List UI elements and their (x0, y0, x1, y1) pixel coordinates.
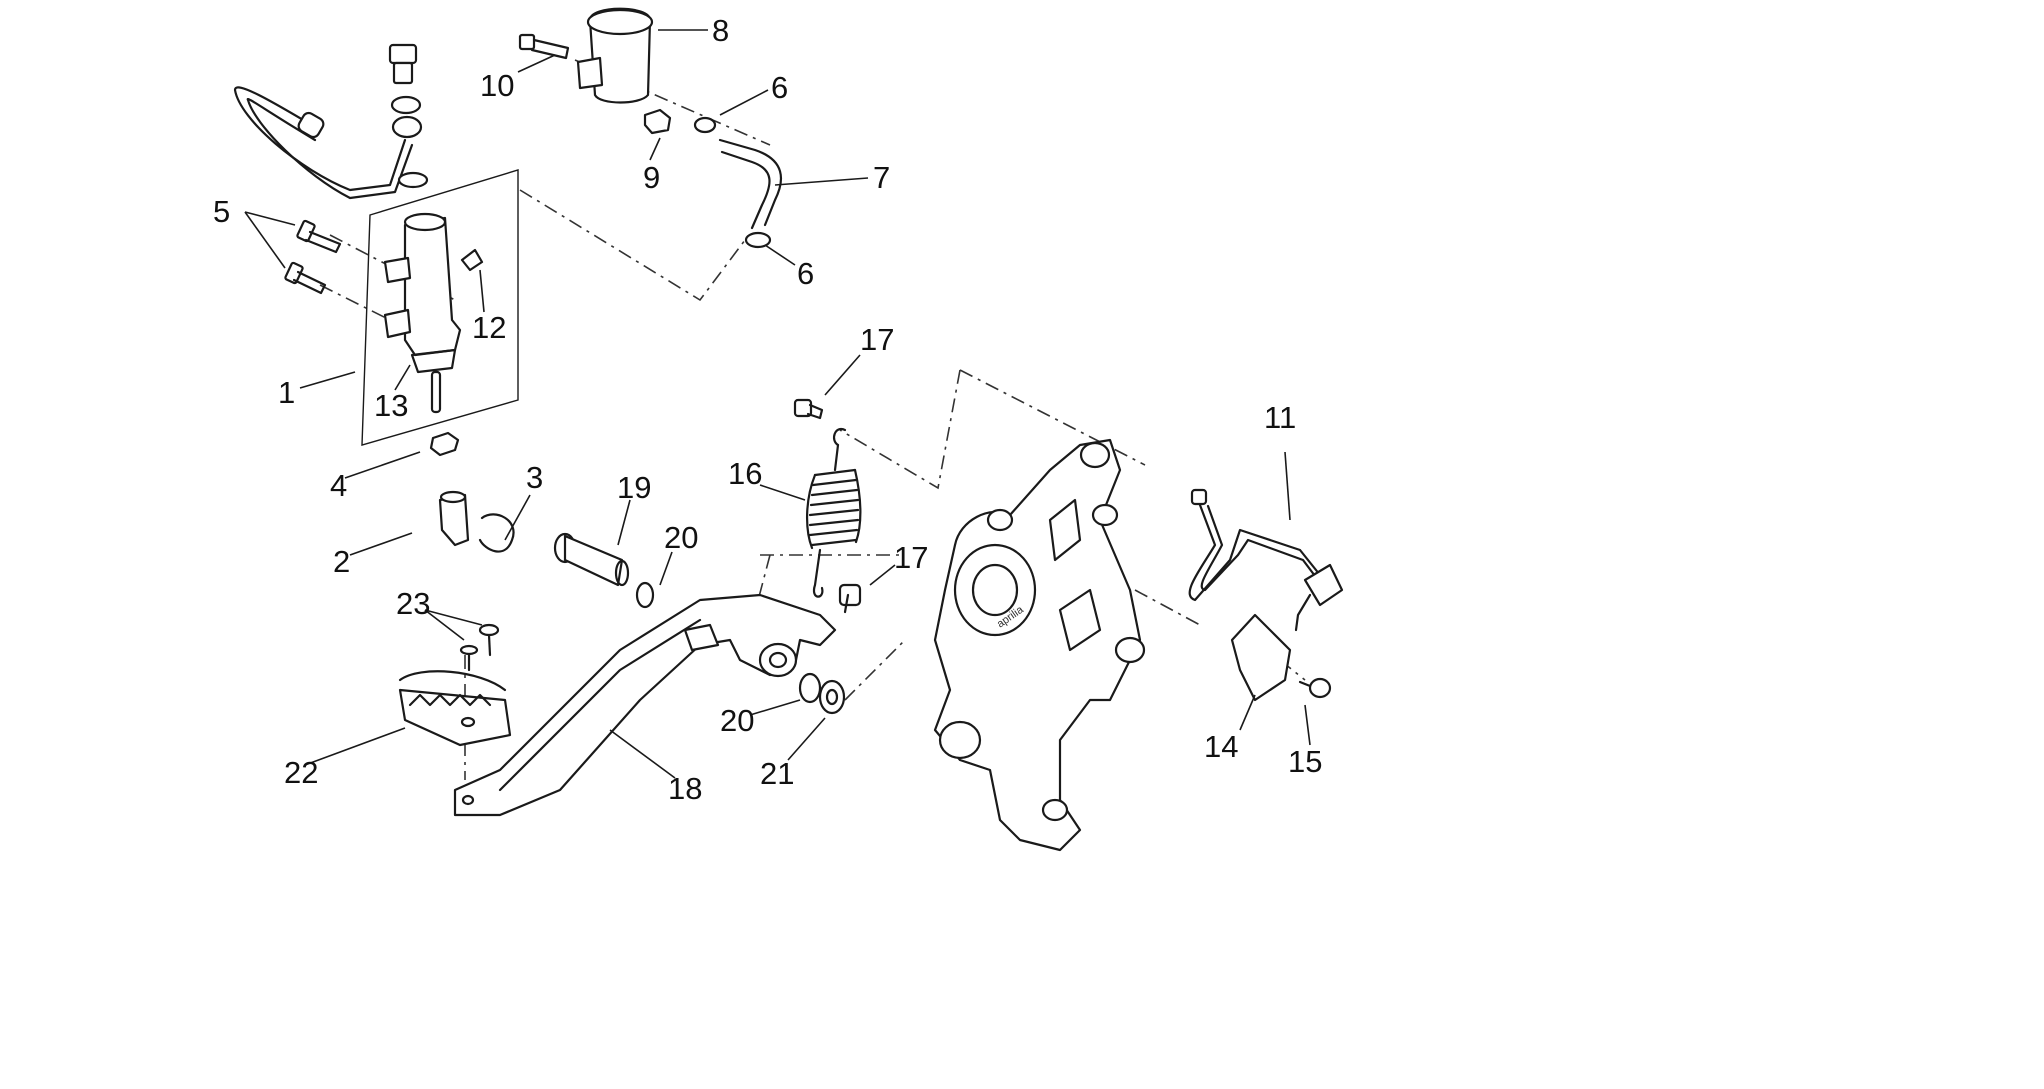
callout-17-lower: 17 (894, 540, 928, 575)
reservoir-8 (576, 7, 654, 104)
switch-bracket-14 (1230, 613, 1292, 702)
clamp-6b (744, 231, 772, 249)
callout-9: 9 (643, 160, 660, 195)
alignment-lines (319, 59, 1306, 780)
callout-23: 23 (396, 586, 430, 621)
callout-11: 11 (1264, 400, 1296, 435)
callout-2: 2 (333, 544, 350, 579)
callout-4: 4 (330, 468, 347, 503)
callout-18: 18 (668, 771, 702, 806)
bolt-17a (793, 398, 824, 420)
master-cylinder (383, 212, 484, 414)
hose-7 (718, 138, 783, 230)
callout-6-lower: 6 (797, 256, 814, 291)
clamp-6a (693, 116, 717, 134)
callout-7: 7 (873, 160, 890, 195)
bolt-10 (518, 33, 570, 60)
callout-19: 19 (617, 470, 651, 505)
callout-15: 15 (1288, 744, 1322, 779)
footpeg-22 (398, 670, 512, 747)
main-bracket: aprilia (933, 438, 1146, 852)
bolt-17b (838, 583, 862, 614)
clevis-2 (438, 490, 470, 547)
callout-13: 13 (374, 388, 408, 423)
callout-8: 8 (712, 13, 729, 48)
callout-21: 21 (760, 756, 794, 791)
callout-12: 12 (472, 310, 506, 345)
leader-lines (244, 29, 1311, 779)
callout-3: 3 (526, 460, 543, 495)
washer-20a (635, 581, 655, 609)
callout-22: 22 (284, 755, 318, 790)
washer-21 (818, 679, 846, 715)
spring-16 (805, 427, 862, 598)
bolts-5 (284, 219, 342, 295)
callout-20-upper: 20 (664, 520, 698, 555)
callout-16: 16 (728, 456, 762, 491)
callout-10: 10 (480, 68, 514, 103)
callout-17-upper: 17 (860, 322, 894, 357)
callout-labels: 8 10 6 9 7 5 6 12 17 1 13 11 16 3 4 19 2… (213, 13, 1322, 806)
brake-pedal-18 (453, 593, 837, 817)
clip-3 (478, 513, 515, 553)
callout-5: 5 (213, 194, 230, 229)
screw-23b (478, 623, 500, 657)
callout-14: 14 (1204, 729, 1238, 764)
callout-6-upper: 6 (771, 70, 788, 105)
master-cylinder-box (361, 169, 519, 446)
brake-hose-assembly (233, 43, 429, 200)
callout-20-lower: 20 (720, 703, 754, 738)
callout-1: 1 (278, 375, 295, 410)
fitting-9 (643, 108, 672, 135)
pivot-pin-19 (553, 532, 630, 587)
washer-20b (798, 672, 822, 704)
nut-4 (429, 431, 460, 457)
screw-15 (1298, 677, 1332, 699)
brake-light-switch-11 (1188, 488, 1344, 632)
screw-23a (459, 644, 479, 672)
